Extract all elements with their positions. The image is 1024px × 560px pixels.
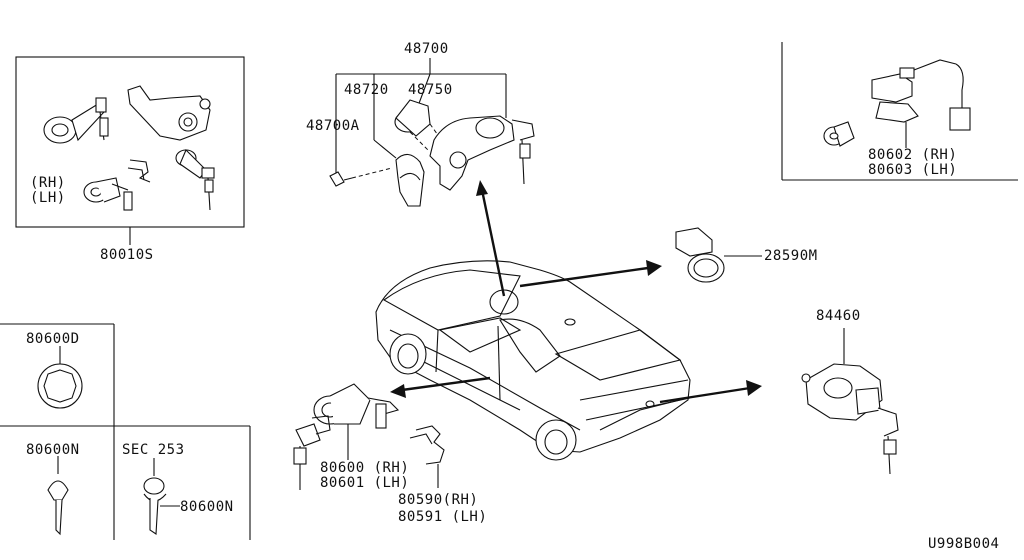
ignition-assembly xyxy=(329,58,535,207)
label-80603: 80603 (LH) xyxy=(868,162,957,178)
label-80600: 80600 (RH) xyxy=(320,460,409,476)
label-80600D: 80600D xyxy=(26,331,80,347)
label-48700: 48700 xyxy=(404,41,449,57)
label-84460: 84460 xyxy=(816,308,861,324)
figure-code: U998B004 xyxy=(928,536,999,552)
label-rh-kit: (RH) xyxy=(30,175,66,191)
label-48720: 48720 xyxy=(344,82,389,98)
label-80600N-b: 80600N xyxy=(180,499,234,515)
part-28590M xyxy=(675,227,762,283)
label-28590M: 28590M xyxy=(764,248,818,264)
label-80602: 80602 (RH) xyxy=(868,147,957,163)
label-48750: 48750 xyxy=(408,82,453,98)
label-80590: 80590(RH) xyxy=(398,492,478,508)
callout-arrows xyxy=(390,180,762,404)
clip-80590 xyxy=(409,425,445,488)
door-cylinder xyxy=(293,383,400,490)
part-84460 xyxy=(801,328,899,475)
label-80601: 80601 (LH) xyxy=(320,475,409,491)
label-lh-kit: (LH) xyxy=(30,190,66,206)
kit-80010S-box xyxy=(15,56,245,245)
label-sec253: SEC 253 xyxy=(122,442,185,458)
label-48700A: 48700A xyxy=(306,118,360,134)
label-80600N-a: 80600N xyxy=(26,442,80,458)
car-body xyxy=(375,260,691,461)
kit-80602-box xyxy=(781,42,1018,181)
bottom-left-grid xyxy=(0,323,251,540)
label-80591: 80591 (LH) xyxy=(398,509,487,525)
label-80010S: 80010S xyxy=(100,247,154,263)
